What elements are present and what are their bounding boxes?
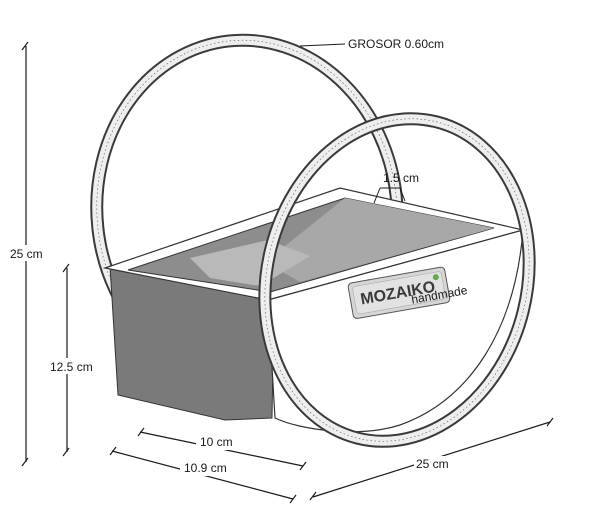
- diameter-dimension: 25 cm: [309, 417, 554, 501]
- outer-depth-label: 10.9 cm: [184, 461, 227, 475]
- thickness-label: GROSOR 0.60cm: [348, 37, 444, 51]
- diameter-label: 25 cm: [416, 457, 449, 471]
- box-front-face: [267, 229, 524, 433]
- inner-depth-label: 10 cm: [200, 435, 233, 449]
- front-ring: [258, 112, 536, 448]
- box-height-dimension: 12.5 cm: [48, 263, 100, 457]
- box-height-label: 12.5 cm: [50, 360, 93, 374]
- total-height-label: 25 cm: [10, 247, 43, 261]
- total-height-dimension: 25 cm: [8, 41, 48, 467]
- thickness-callout: GROSOR 0.60cm: [299, 37, 444, 51]
- logo-plate: MOZAIKO handmade: [347, 266, 469, 319]
- inner-depth-dimension: 10 cm: [137, 427, 307, 471]
- planter-box: [102, 187, 524, 433]
- outer-depth-dimension: 10.9 cm: [109, 446, 297, 504]
- leaf-icon: [432, 274, 439, 281]
- slot-width-label: 1.5 cm: [383, 171, 419, 185]
- slot-width-dimension: 1.5 cm: [373, 171, 419, 204]
